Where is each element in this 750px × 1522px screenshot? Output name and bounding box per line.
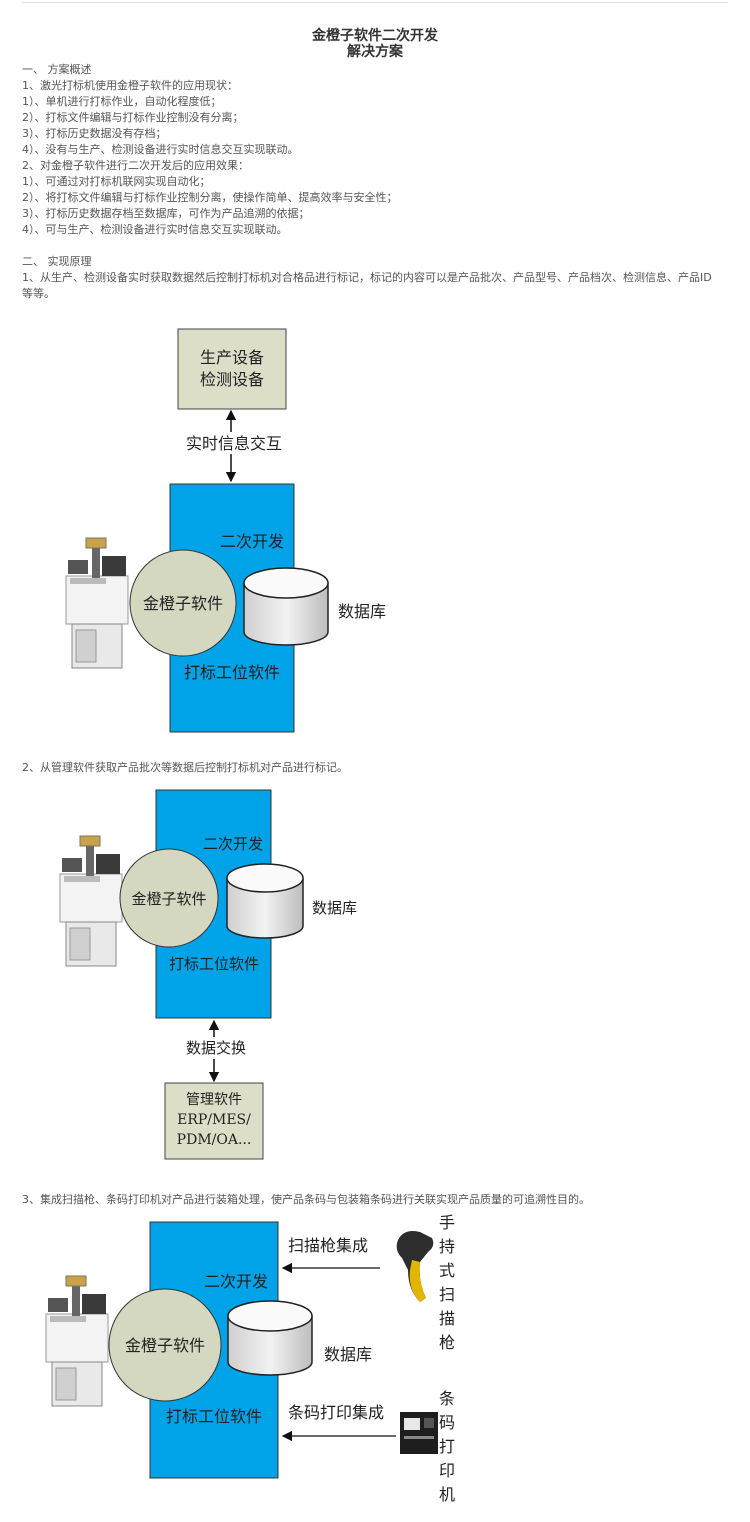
barcode-printer-icon <box>400 1412 438 1454</box>
svg-text:机: 机 <box>439 1485 455 1504</box>
database-label: 数据库 <box>338 602 386 621</box>
diagram-3: 二次开发 打标工位软件 金橙子软件 数据库 扫描枪集成 条码打印集成 手 <box>45 1213 455 1504</box>
section1-heading: 一、 方案概述 <box>22 63 92 76</box>
barcode-printer-vertical-label: 条 码 打 印 机 <box>439 1389 455 1504</box>
software-circle <box>108 1288 222 1402</box>
scanner-integration-label: 扫描枪集成 <box>288 1236 368 1255</box>
svg-text:扫: 扫 <box>439 1285 455 1304</box>
sec1-line: 4）、没有与生产、检测设备进行实时信息交互实现联动。 <box>22 143 299 156</box>
sec1-line: 2、对金橙子软件进行二次开发后的应用效果： <box>22 159 249 172</box>
svg-text:枪: 枪 <box>439 1333 455 1352</box>
sec1-line: 1）、可通过对打标机联网实现自动化； <box>22 175 211 188</box>
doc-title-line2: 解决方案 <box>347 44 403 60</box>
database-cylinder-icon <box>226 863 304 939</box>
software-circle <box>119 848 219 948</box>
sec2-paragraph-1: 1、从生产、检测设备实时获取数据然后控制打标机对合格品进行标记，标记的内容可以是… <box>22 271 712 300</box>
handheld-scanner-icon <box>396 1231 434 1302</box>
mgmt-label: PDM/OA... <box>177 1132 252 1148</box>
station-software-label: 打标工位软件 <box>184 663 280 682</box>
laser-marker-machine-icon <box>45 1275 109 1407</box>
software-label: 金橙子软件 <box>125 1336 205 1355</box>
software-label: 金橙子软件 <box>143 594 223 613</box>
sec1-line: 1、激光打标机使用金橙子软件的应用现状： <box>22 79 238 92</box>
software-label: 金橙子软件 <box>131 890 206 908</box>
laser-marker-machine-icon <box>65 537 129 669</box>
sec2-paragraph-2: 2、从管理软件获取产品批次等数据后控制打标机对产品进行标记。 <box>22 761 348 774</box>
svg-text:条: 条 <box>439 1389 455 1408</box>
mgmt-label: 管理软件 <box>186 1092 242 1108</box>
sec2-paragraph-3: 3、集成扫描枪、条码打印机对产品进行装箱处理，使产品条码与包装箱条码进行关联实现… <box>22 1193 590 1206</box>
database-cylinder-icon <box>227 1300 313 1376</box>
svg-text:持: 持 <box>439 1237 455 1256</box>
svg-text:手: 手 <box>439 1213 455 1232</box>
data-exchange-label: 数据交换 <box>186 1039 246 1057</box>
sec1-line: 2）、将打标文件编辑与打标作业控制分离，使操作简单、提高效率与安全性； <box>22 191 398 204</box>
sec1-line: 1）、单机进行打标作业，自动化程度低； <box>22 95 222 108</box>
database-cylinder-icon <box>243 567 329 646</box>
laser-marker-machine-icon <box>59 835 123 967</box>
secondary-dev-label: 二次开发 <box>220 532 284 551</box>
svg-text:打: 打 <box>439 1437 455 1456</box>
station-software-label: 打标工位软件 <box>169 955 259 973</box>
svg-text:描: 描 <box>439 1309 455 1328</box>
printer-integration-label: 条码打印集成 <box>288 1403 384 1422</box>
production-device-box <box>177 328 287 410</box>
database-label: 数据库 <box>324 1345 372 1364</box>
svg-text:印: 印 <box>439 1461 455 1480</box>
svg-text:码: 码 <box>439 1413 455 1432</box>
doc-title-line1: 金橙子软件二次开发 <box>312 28 438 44</box>
realtime-link-label: 实时信息交互 <box>186 434 282 453</box>
diagram-2: 二次开发 打标工位软件 金橙子软件 数据库 数据交换 管理软件 ERP/MES/… <box>59 789 357 1160</box>
sec1-line: 3）、打标历史数据存档至数据库，可作为产品追溯的依据； <box>22 207 310 220</box>
svg-text:式: 式 <box>439 1261 455 1280</box>
software-circle <box>129 549 237 657</box>
diagram-1: 生产设备 检测设备 实时信息交互 二次开发 打标工位软件 金橙子软件 数据库 <box>65 328 386 733</box>
top-divider <box>22 2 728 3</box>
mgmt-label: ERP/MES/ <box>177 1112 251 1128</box>
handheld-scanner-vertical-label: 手 持 式 扫 描 枪 <box>439 1213 455 1352</box>
secondary-dev-label: 二次开发 <box>203 835 263 853</box>
device-label: 生产设备 <box>200 348 264 367</box>
station-software-label: 打标工位软件 <box>166 1407 262 1426</box>
database-label: 数据库 <box>312 899 357 917</box>
section2-heading: 二、 实现原理 <box>22 255 92 268</box>
management-software-box <box>164 1082 264 1160</box>
sec1-line: 2）、打标文件编辑与打标作业控制没有分离； <box>22 111 244 124</box>
device-label: 检测设备 <box>200 370 264 389</box>
sec1-line: 3）、打标历史数据没有存档； <box>22 127 167 140</box>
sec1-line: 4）、可与生产、检测设备进行实时信息交互实现联动。 <box>22 223 288 236</box>
secondary-dev-label: 二次开发 <box>204 1272 268 1291</box>
